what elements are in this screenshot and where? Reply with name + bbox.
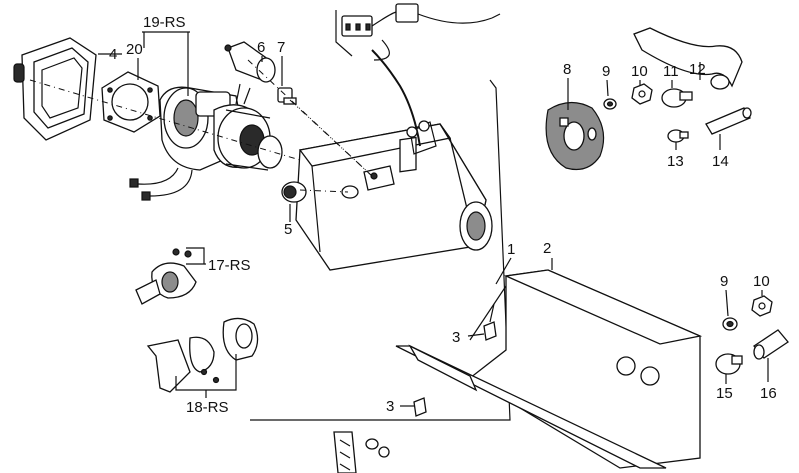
callout-3-lower: 3 [386, 398, 394, 415]
part-2-mounting-bracket [395, 269, 703, 469]
part-4-housing-frame [13, 37, 97, 141]
callout-11: 11 [663, 63, 679, 80]
part-3-screw-lower [413, 397, 427, 417]
part-12-hose [633, 27, 743, 90]
part-17-sensor [135, 248, 197, 305]
part-18-brackets [146, 317, 259, 393]
callout-19-rs: 19-RS [143, 14, 186, 31]
part-16-sleeve [753, 329, 789, 360]
callout-13: 13 [667, 153, 684, 170]
callout-1: 1 [507, 241, 515, 258]
callout-4: 4 [109, 46, 117, 63]
part-13-small-clamp [667, 129, 689, 143]
callout-18-rs: 18-RS [186, 399, 229, 416]
callout-5: 5 [284, 221, 292, 238]
part-7-screw-fitting [277, 87, 297, 105]
callout-10-lower: 10 [753, 273, 770, 290]
part-3-screw-upper [483, 303, 497, 341]
part-9-washer-top [603, 98, 617, 110]
part-1-heater-body [295, 49, 493, 271]
part-15-clamp-lower [715, 353, 743, 375]
callout-2: 2 [543, 240, 551, 257]
callout-14: 14 [712, 153, 729, 170]
part-11-clamp [661, 88, 693, 108]
callout-8: 8 [563, 61, 571, 78]
top-connectors [335, 3, 501, 61]
part-19-burner-assembly [129, 83, 283, 201]
part-10-nut-top [631, 83, 653, 105]
part-8-flange [545, 101, 605, 171]
part-5-cap [281, 181, 307, 203]
assembly-axis-lines [29, 59, 373, 193]
callout-15: 15 [716, 385, 733, 402]
leader-lines [98, 31, 769, 407]
part-6-glow-plug [224, 41, 276, 83]
callout-9-lower: 9 [720, 273, 728, 290]
boundary-lines [250, 79, 511, 421]
callout-3-upper: 3 [452, 329, 460, 346]
callout-16: 16 [760, 385, 777, 402]
callout-7: 7 [277, 39, 285, 56]
callout-20: 20 [126, 41, 143, 58]
callout-10-top: 10 [631, 63, 648, 80]
callout-9-top: 9 [602, 63, 610, 80]
part-9-washer-lower [722, 317, 738, 331]
bottom-clip-parts [333, 431, 390, 473]
part-20-gasket [101, 71, 161, 133]
callout-17-rs: 17-RS [208, 257, 251, 274]
callout-labels: 1 2 3 3 4 5 6 7 8 9 9 10 10 11 12 13 14 … [109, 14, 777, 416]
callout-12: 12 [689, 61, 706, 78]
callout-6: 6 [257, 39, 265, 56]
part-10-nut-lower [751, 295, 773, 317]
part-14-hose-piece [705, 107, 752, 135]
